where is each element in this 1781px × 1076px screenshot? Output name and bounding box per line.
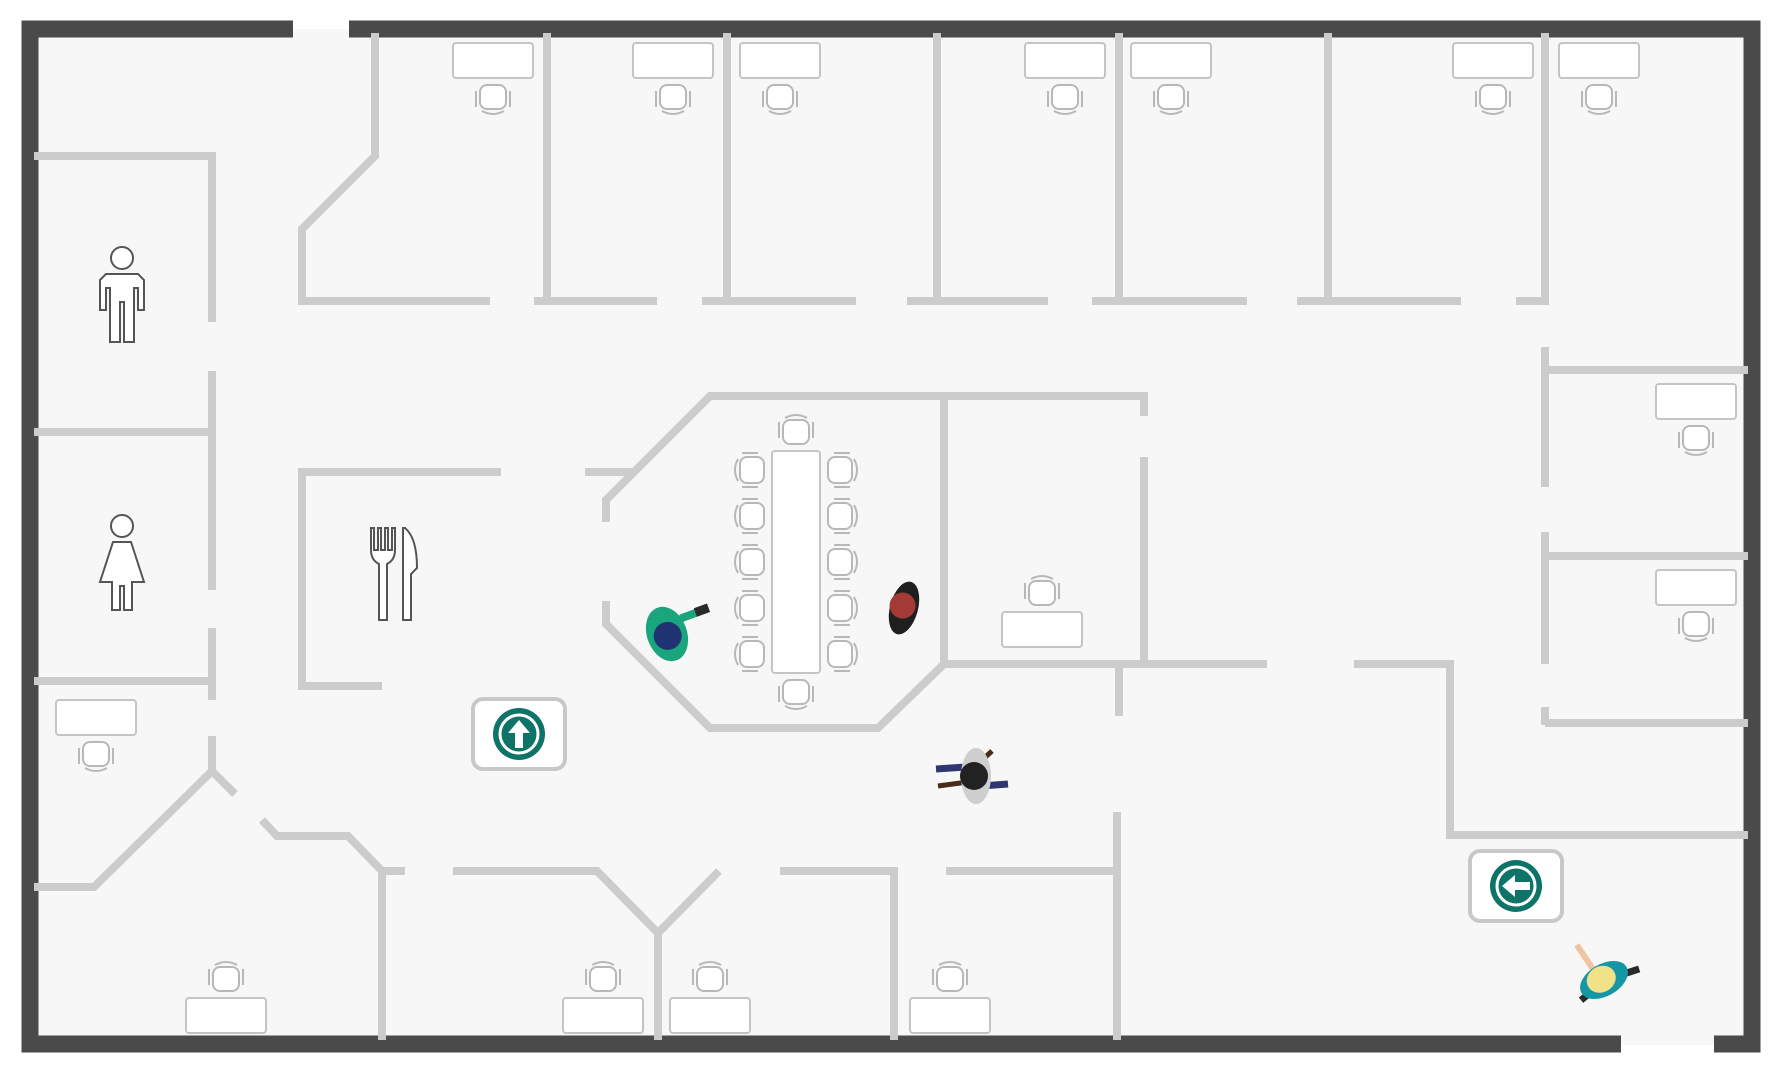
desk bbox=[562, 961, 644, 1034]
chair-icon bbox=[734, 544, 765, 580]
desk bbox=[669, 961, 751, 1034]
desk bbox=[452, 42, 534, 115]
exit-arrow-up bbox=[471, 697, 567, 771]
desk bbox=[185, 961, 267, 1034]
person-red-shirt bbox=[888, 581, 920, 635]
chair-icon bbox=[827, 498, 858, 534]
desk bbox=[1452, 42, 1534, 115]
conference-furniture bbox=[734, 414, 858, 710]
chair-icon bbox=[734, 636, 765, 672]
outer-walls bbox=[21, 20, 1761, 1053]
person-green-shirt bbox=[645, 603, 711, 662]
chair-icon bbox=[1047, 84, 1083, 115]
chair-icon bbox=[655, 84, 691, 115]
inner-walls bbox=[34, 33, 1748, 1040]
person-yellow-hair bbox=[1574, 943, 1641, 1003]
chair-icon bbox=[78, 741, 114, 772]
desk bbox=[1655, 569, 1737, 642]
desk bbox=[909, 961, 991, 1034]
chair-icon bbox=[1153, 84, 1189, 115]
chair-icon bbox=[1581, 84, 1617, 115]
desk bbox=[1024, 42, 1106, 115]
chair-icon bbox=[734, 498, 765, 534]
desk bbox=[1001, 575, 1083, 648]
desk bbox=[1655, 383, 1737, 456]
desks bbox=[55, 42, 1737, 1034]
desk bbox=[632, 42, 714, 115]
arrow-up-icon bbox=[493, 708, 545, 760]
desk bbox=[739, 42, 821, 115]
chair-icon bbox=[475, 84, 511, 115]
desk bbox=[1558, 42, 1640, 115]
chair-icon bbox=[734, 590, 765, 626]
desk bbox=[1130, 42, 1212, 115]
male-restroom-icon bbox=[99, 246, 145, 343]
chair-icon bbox=[585, 961, 621, 992]
person-white-shirt bbox=[935, 748, 1009, 804]
chair-icon bbox=[1678, 425, 1714, 456]
conference-table-icon bbox=[771, 450, 821, 674]
chair-icon bbox=[208, 961, 244, 992]
arrow-left-icon bbox=[1490, 860, 1542, 912]
chair-icon bbox=[932, 961, 968, 992]
chair-icon bbox=[692, 961, 728, 992]
female-restroom-icon bbox=[98, 514, 146, 611]
chair-icon bbox=[827, 636, 858, 672]
chair-icon bbox=[778, 679, 814, 710]
chair-icon bbox=[827, 544, 858, 580]
chair-icon bbox=[827, 452, 858, 488]
chair-icon bbox=[1024, 575, 1060, 606]
chair-icon bbox=[827, 590, 858, 626]
chair-icon bbox=[1475, 84, 1511, 115]
chair-icon bbox=[778, 414, 814, 445]
exit-arrow-left bbox=[1468, 849, 1564, 923]
chair-icon bbox=[1678, 611, 1714, 642]
chair-icon bbox=[734, 452, 765, 488]
desk bbox=[55, 699, 137, 772]
chair-icon bbox=[762, 84, 798, 115]
fork-knife-icon bbox=[370, 527, 419, 621]
